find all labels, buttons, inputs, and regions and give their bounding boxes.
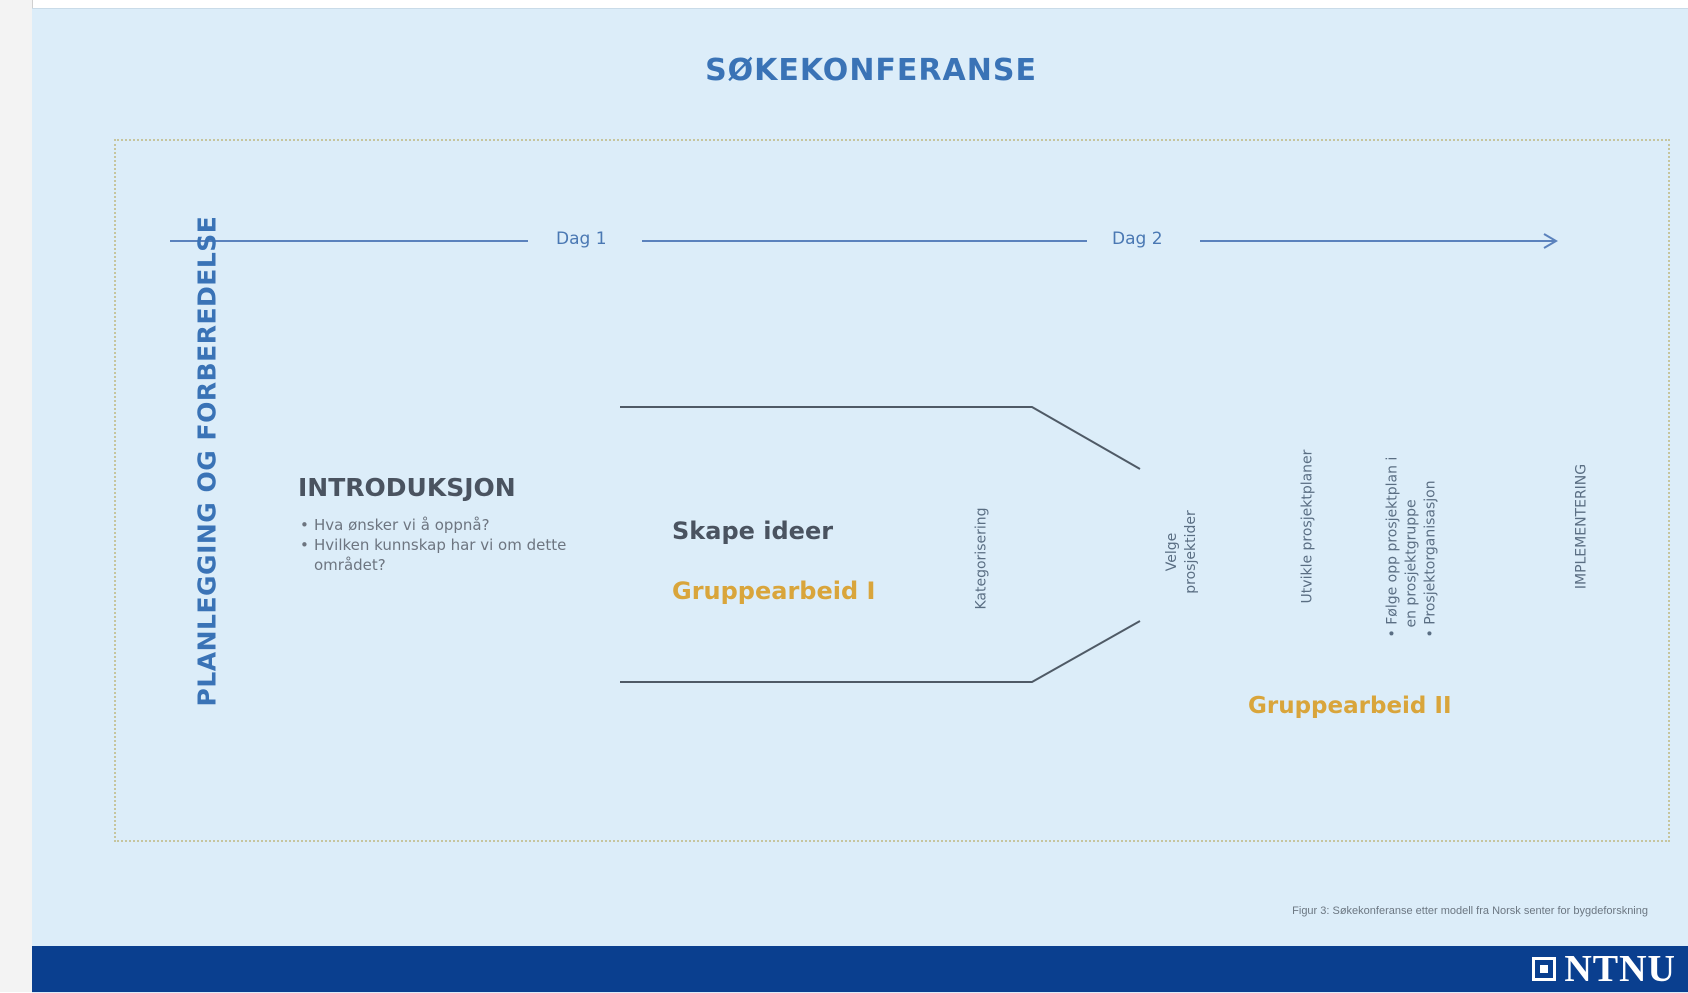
timeline-day1-label: Dag 1: [556, 229, 607, 249]
planning-label: PLANLEGGING OG FORBEREDELSE: [192, 215, 222, 707]
timeline-arrowhead: [1543, 233, 1558, 249]
follow-up-line-1: • Følge opp prosjektplan i: [1384, 456, 1401, 638]
introduction-bullets: Hva ønsker vi å oppnå? Hvilken kunnskap …: [300, 515, 600, 575]
diagram-frame: [114, 139, 1670, 842]
create-ideas-label: Skape ideer: [672, 517, 834, 545]
funnel-top: [620, 406, 1141, 470]
group-work-2-label: Gruppearbeid II: [1248, 693, 1452, 719]
funnel-bottom: [620, 620, 1141, 683]
figure-caption: Figur 3: Søkekonferanse etter modell fra…: [1292, 905, 1648, 917]
left-margin-strip: [0, 0, 33, 992]
select-projects-line-2: prosjektider: [1183, 510, 1199, 594]
introduction-heading: INTRODUKSJON: [298, 473, 516, 502]
introduction-bullet-1: Hva ønsker vi å oppnå?: [300, 515, 600, 535]
timeline-day2-label: Dag 2: [1112, 229, 1163, 249]
follow-up-list: • Følge opp prosjektplan i en prosjektgr…: [1384, 398, 1441, 638]
slide-title: SØKEKONFERANSE: [705, 53, 1037, 88]
follow-up-line-3: • Prosjektorganisasjon: [1422, 480, 1439, 638]
implementation-label: IMPLEMENTERING: [1573, 463, 1590, 590]
ntnu-logo-text: NTNU: [1564, 948, 1676, 990]
develop-plans-label: Utvikle prosjektplaner: [1299, 449, 1316, 604]
follow-up-line-2: en prosjektgruppe: [1403, 499, 1420, 628]
select-projects-line-1: Velge: [1164, 532, 1180, 572]
ntnu-logo-icon: [1532, 957, 1557, 981]
slide-canvas: SØKEKONFERANSE Dag 1 Dag 2 PLANLEGGING O…: [32, 8, 1688, 993]
footer-bar: NTNU: [32, 946, 1688, 992]
select-projects-label: Velge prosjektider: [1163, 482, 1201, 622]
ntnu-logo: NTNU: [1532, 948, 1676, 990]
diagram-lines: [170, 233, 1558, 683]
categorization-label: Kategorisering: [973, 507, 990, 610]
introduction-bullet-2: Hvilken kunnskap har vi om dette området…: [300, 535, 600, 575]
group-work-1-label: Gruppearbeid I: [672, 577, 876, 605]
